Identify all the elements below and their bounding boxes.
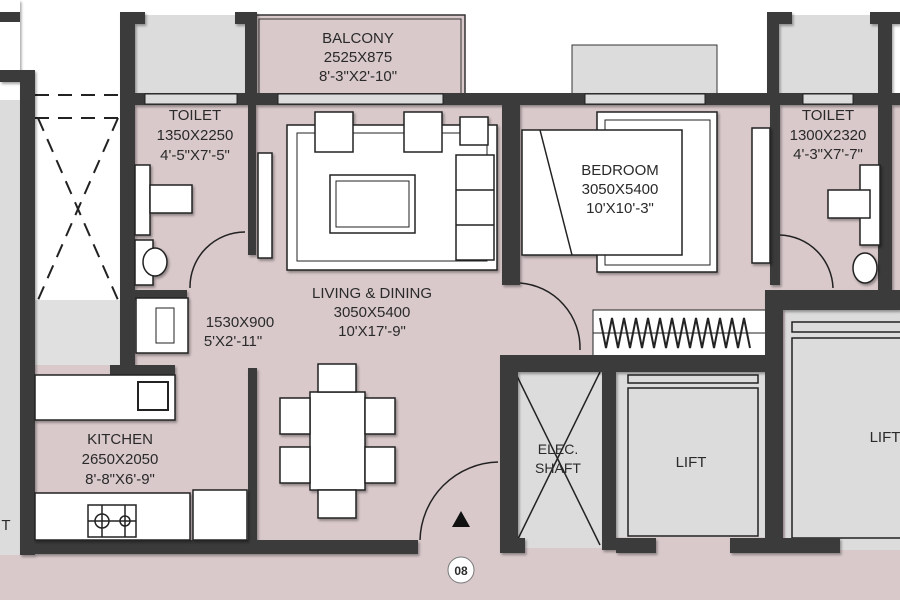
living-imperial: 10'X17'-9" [338,323,406,340]
bedroom-name: BEDROOM [581,162,659,179]
partial-left-label: T [1,517,10,534]
void-dashed-lines [35,94,120,301]
bedroom-metric: 3050X5400 [582,181,659,198]
dining-table [309,391,366,491]
shaft-line1: ELEC. [538,441,578,457]
side-table [459,116,489,146]
sofa [455,154,495,261]
bed [521,129,683,256]
windows [144,93,854,105]
wardrobe-left [257,152,273,259]
kitchen-name: KITCHEN [87,431,153,448]
wc-icon [142,247,168,277]
living-name: LIVING & DINING [312,285,432,302]
unit-number: 08 [454,564,468,578]
armchair [314,111,354,153]
lift-2-label: LIFT [870,429,900,446]
toilet-right-name: TOILET [802,107,854,124]
armchair [403,111,443,153]
kitchen-counter-bottom [34,492,191,541]
toilet-left-imperial: 4'-5"X7'-5" [160,147,230,164]
utility-imperial: 5'X2'-11" [204,333,262,350]
toilet-left-metric: 1350X2250 [157,127,234,144]
wardrobe [751,127,771,264]
furniture [34,111,881,541]
entry-arrow-icon [452,511,470,527]
kitchen-imperial: 8'-8"X6'-9" [85,471,155,488]
fridge [192,489,248,541]
balcony-area [254,14,466,98]
wc-icon [852,252,878,284]
balcony-name: BALCONY [322,30,394,47]
toilet-right-metric: 1300X2320 [790,127,867,144]
kitchen-metric: 2650X2050 [82,451,159,468]
lift-1-label: LIFT [676,454,707,471]
living-metric: 3050X5400 [334,304,411,321]
utility-metric: 1530X900 [206,314,274,331]
sink [137,381,169,411]
balcony-imperial: 8'-3"X2'-10" [319,68,397,85]
balcony-metric: 2525X875 [324,49,392,66]
room-labels: BALCONY 2525X875 8'-3"X2'-10" TOILET 135… [1,30,900,534]
shaft-line2: SHAFT [535,460,581,476]
unit-number-badge [447,556,475,584]
toilet-left-name: TOILET [169,107,221,124]
door-swing-icon [189,231,834,541]
toilet-right-imperial: 4'-3"X7'-7" [793,146,863,163]
hob-icon [87,504,137,538]
service-core [512,309,900,550]
bedroom-imperial: 10'X10'-3" [586,200,654,217]
